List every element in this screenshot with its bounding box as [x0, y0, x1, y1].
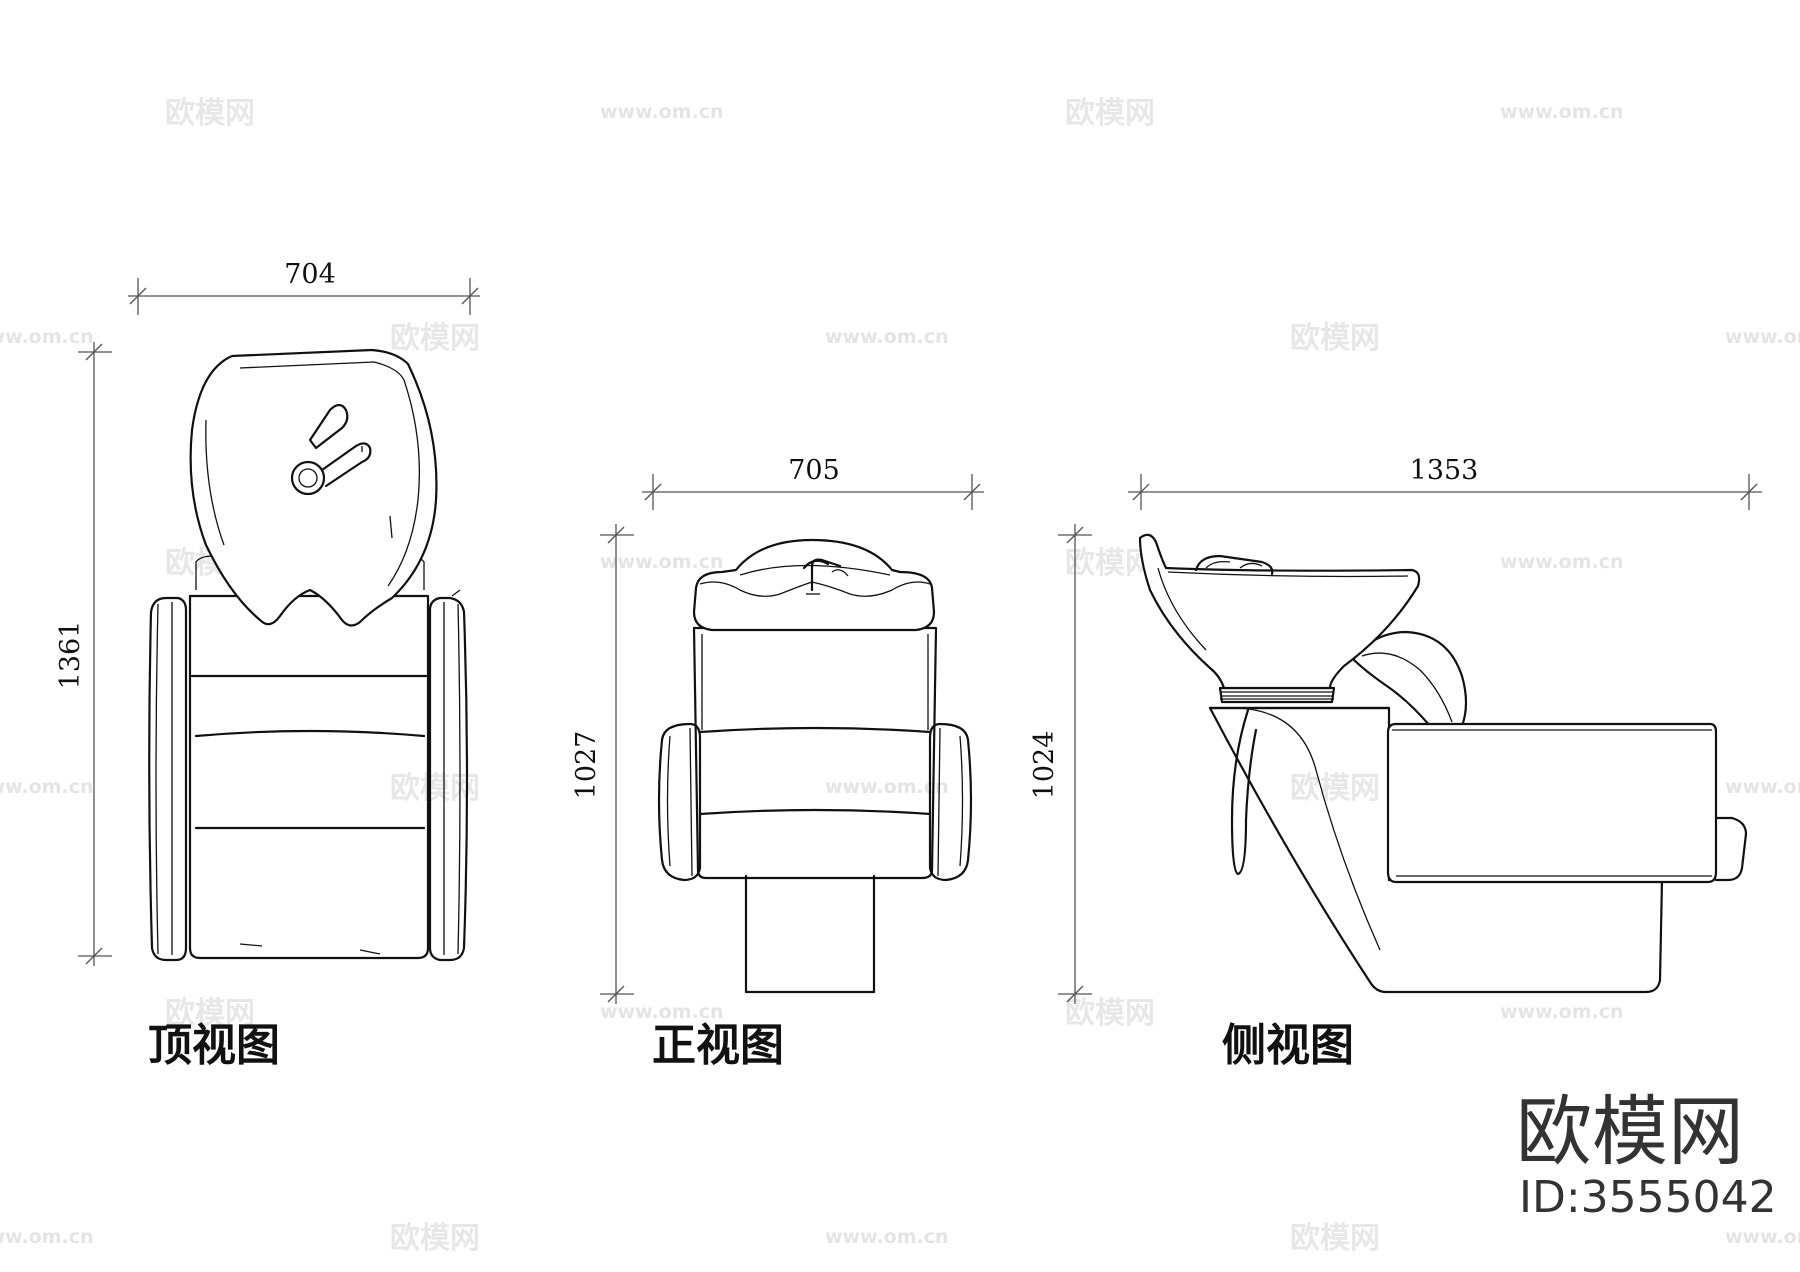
watermark-logo: 欧模网 [165, 996, 255, 1031]
front-view-basin [692, 538, 936, 632]
side-view-base [1208, 706, 1664, 994]
side-view-basin-neck [1208, 686, 1391, 710]
front-view: 705 1027 [571, 455, 984, 1071]
watermark-url: www.om.cn [600, 1001, 724, 1023]
side-view-width-label: 1353 [1410, 455, 1479, 486]
watermark-logo: 欧模网 [390, 321, 480, 356]
side-view-height-label: 1024 [1029, 731, 1060, 800]
side-view: 1353 1024 [1029, 455, 1762, 1071]
watermark-url: www.om.cn [1500, 551, 1624, 573]
front-view-height-dimension: 1027 [571, 524, 634, 1004]
watermark-logo: 欧模网 [1290, 321, 1380, 356]
top-view-width-label: 704 [284, 259, 336, 290]
watermark-url: www.om.cn [0, 1226, 94, 1248]
top-view-width-dimension: 704 [128, 259, 480, 315]
watermark-url: www.om.cn [1500, 101, 1624, 123]
front-view-seat [692, 626, 938, 880]
watermark-url: www.om.cn [0, 776, 94, 798]
side-view-width-dimension: 1353 [1128, 455, 1762, 510]
watermark-url: www.om.cn [1725, 1226, 1800, 1248]
front-view-height-label: 1027 [571, 731, 602, 800]
watermark-url: www.om.cn [600, 551, 724, 573]
side-view-basin [1138, 533, 1421, 690]
front-view-left-armrest [657, 722, 702, 882]
top-view-basin [189, 348, 438, 627]
front-view-pedestal [744, 874, 876, 994]
front-view-right-armrest [928, 722, 973, 882]
watermark-url: www.om.cn [825, 326, 949, 348]
watermark-url: www.om.cn [825, 776, 949, 798]
side-view-backrest [1350, 630, 1468, 728]
side-view-caption: 侧视图 [1222, 1020, 1354, 1071]
watermark-logo: 欧模网 [1065, 96, 1155, 131]
brand-id: ID:3555042 [1519, 1172, 1777, 1223]
top-view: 704 1361 [55, 259, 480, 1071]
watermark-url: www.om.cn [0, 326, 94, 348]
front-view-width-dimension: 705 [642, 455, 984, 510]
watermark-url: www.om.cn [1500, 1001, 1624, 1023]
watermark-url: www.om.cn [825, 1226, 949, 1248]
top-view-height-dimension: 1361 [55, 342, 112, 966]
front-view-faucet-icon [802, 558, 849, 595]
top-view-caption: 顶视图 [148, 1020, 280, 1071]
watermark-url: www.om.cn [1725, 776, 1800, 798]
brand-name: 欧模网 [1516, 1087, 1744, 1176]
top-view-seat [188, 555, 430, 960]
side-view-faucet-icon [1194, 554, 1274, 576]
watermark-logo: 欧模网 [390, 1221, 480, 1256]
top-view-left-armrest [148, 596, 188, 962]
watermark-logo: 欧模网 [1065, 996, 1155, 1031]
top-view-right-armrest [428, 589, 469, 962]
brand-mark: 欧模网 ID:3555042 [1516, 1087, 1777, 1223]
front-view-width-label: 705 [788, 455, 840, 486]
watermark-url: www.om.cn [600, 101, 724, 123]
side-view-hose [1230, 708, 1258, 876]
watermark-url: www.om.cn [1725, 326, 1800, 348]
side-view-height-dimension: 1024 [1029, 524, 1092, 1004]
side-view-seat [1386, 722, 1748, 884]
watermark-logo: 欧模网 [1290, 1221, 1380, 1256]
watermark-logo: 欧模网 [390, 771, 480, 806]
faucet-icon [290, 403, 372, 496]
watermark-logo: 欧模网 [165, 96, 255, 131]
top-view-height-label: 1361 [55, 621, 86, 690]
front-view-caption: 正视图 [652, 1020, 784, 1071]
watermark-logo: 欧模网 [1290, 771, 1380, 806]
